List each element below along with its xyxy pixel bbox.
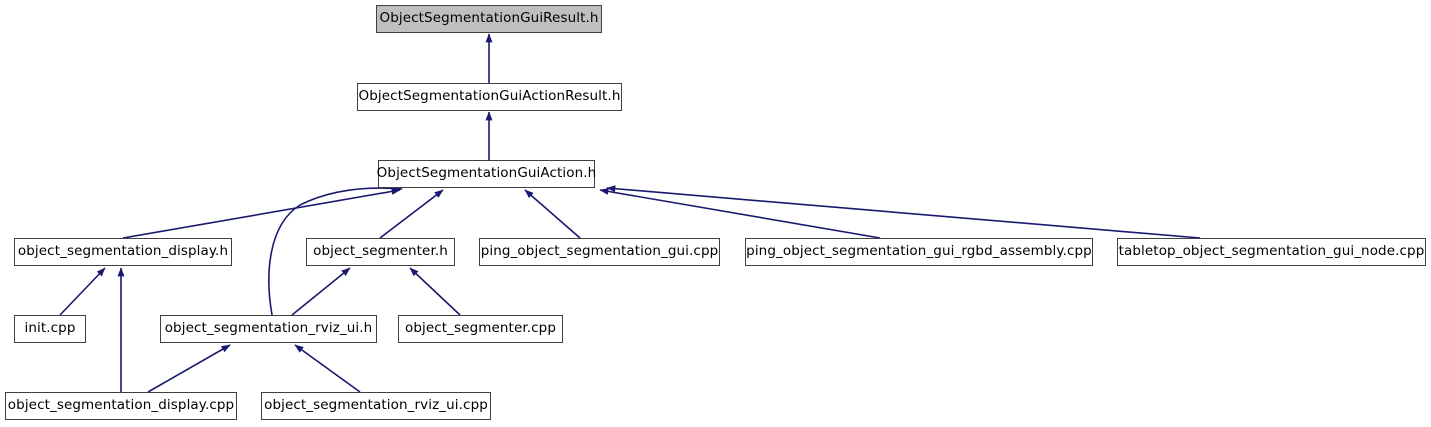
node-label: object_segmentation_display.h (17, 243, 229, 260)
edge-ping-gui-to-action (524, 189, 581, 239)
node-tabletop-object-segmentation-gui-node-cpp[interactable]: tabletop_object_segmentation_gui_node.cp… (1117, 238, 1426, 266)
edge-display-h-to-action (122, 187, 401, 239)
node-object-segmentation-gui-action-result-h[interactable]: ObjectSegmentationGuiActionResult.h (357, 83, 622, 111)
node-label: ObjectSegmentationGuiActionResult.h (358, 88, 621, 105)
edge-ping-rgbd-to-action (599, 187, 881, 239)
node-label: ObjectSegmentationGuiResult.h (379, 10, 599, 27)
node-label: ping_object_segmentation_gui.cpp (480, 243, 719, 260)
node-object-segmentation-display-h[interactable]: object_segmentation_display.h (14, 238, 232, 266)
node-label: object_segmentation_display.cpp (7, 397, 235, 414)
node-label: object_segmenter.h (313, 243, 448, 260)
node-label: tabletop_object_segmentation_gui_node.cp… (1118, 243, 1425, 260)
node-object-segmentation-gui-result-h[interactable]: ObjectSegmentationGuiResult.h (376, 5, 602, 33)
edge-rviz-ui-h-to-segmenter-h (291, 267, 351, 316)
node-object-segmentation-rviz-ui-cpp[interactable]: object_segmentation_rviz_ui.cpp (261, 392, 491, 420)
node-label: object_segmentation_rviz_ui.cpp (264, 397, 488, 414)
edge-rviz-ui-cpp-to-rviz-ui-h (294, 344, 361, 393)
node-object-segmentation-gui-action-h[interactable]: ObjectSegmentationGuiAction.h (377, 160, 596, 188)
node-object-segmentation-rviz-ui-h[interactable]: object_segmentation_rviz_ui.h (160, 315, 377, 343)
node-label: object_segmenter.cpp (404, 320, 557, 337)
node-label: object_segmentation_rviz_ui.h (164, 320, 373, 337)
edge-segmenter-cpp-to-segmenter-h (409, 267, 461, 316)
node-init-cpp[interactable]: init.cpp (14, 315, 86, 343)
node-object-segmentation-display-cpp[interactable]: object_segmentation_display.cpp (5, 392, 237, 420)
node-object-segmenter-h[interactable]: object_segmenter.h (306, 238, 455, 266)
node-label: ObjectSegmentationGuiAction.h (376, 165, 597, 182)
edge-init-to-display-h (59, 267, 106, 316)
node-ping-object-segmentation-gui-rgbd-assembly-cpp[interactable]: ping_object_segmentation_gui_rgbd_assemb… (745, 238, 1093, 266)
node-label: ping_object_segmentation_gui_rgbd_assemb… (746, 243, 1092, 260)
edge-tabletop-node-to-action (606, 185, 1201, 239)
node-label: init.cpp (24, 320, 76, 337)
edge-display-cpp-to-rviz-ui-h (147, 344, 231, 393)
node-ping-object-segmentation-gui-cpp[interactable]: ping_object_segmentation_gui.cpp (479, 238, 720, 266)
node-object-segmenter-cpp[interactable]: object_segmenter.cpp (398, 315, 563, 343)
edge-segmenter-h-to-action (379, 189, 444, 239)
